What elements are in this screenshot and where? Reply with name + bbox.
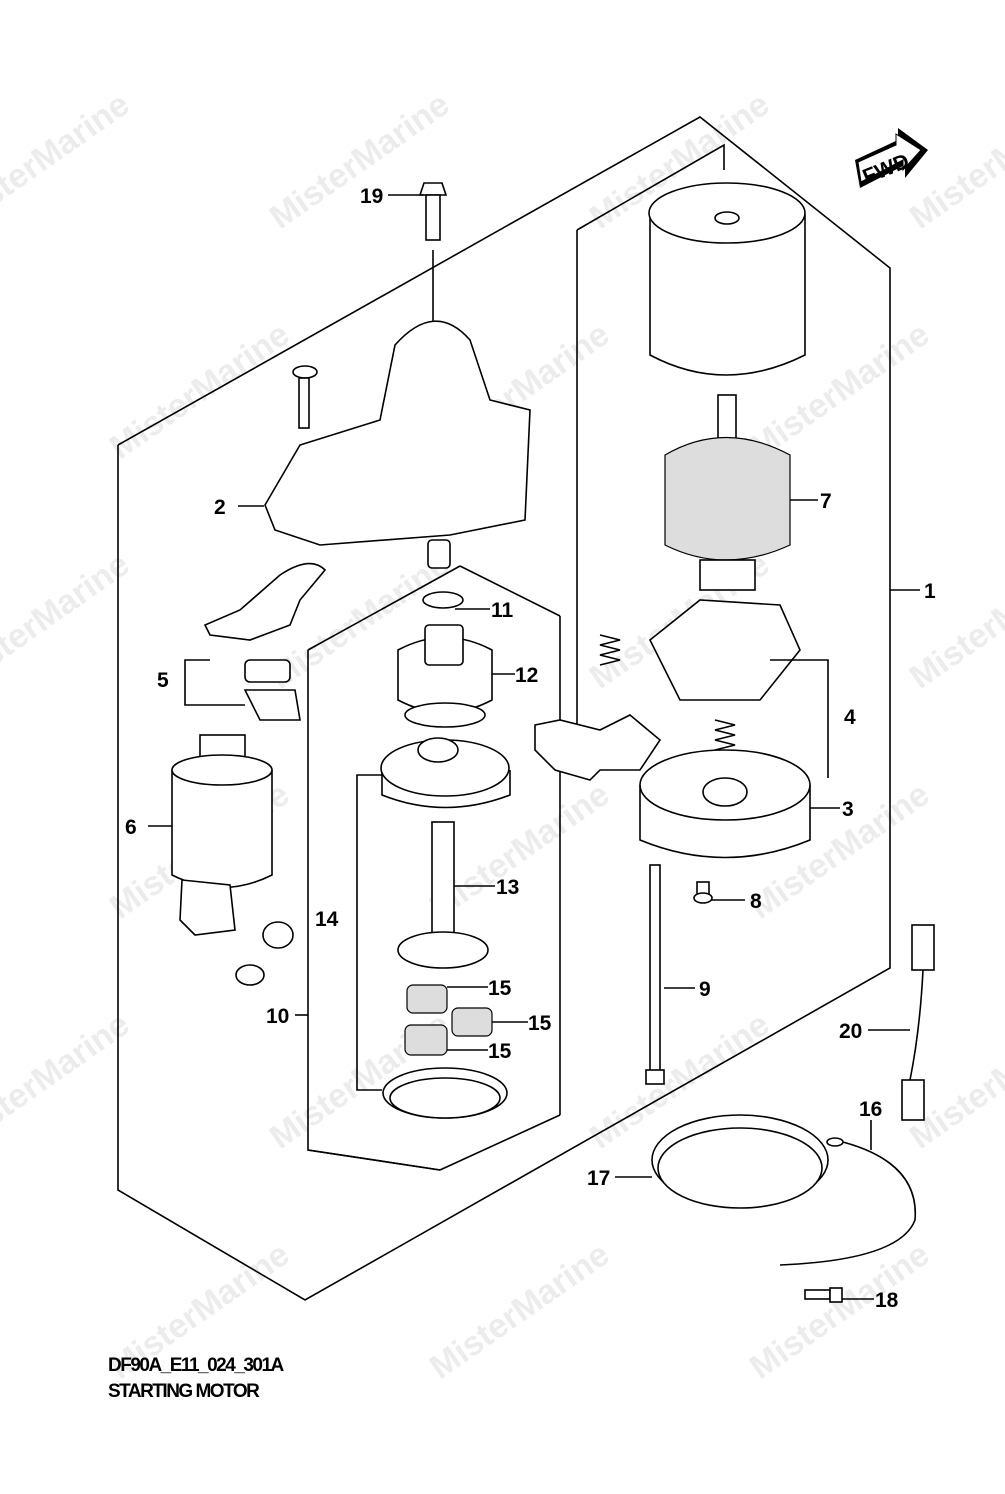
- part-11-ring: [422, 591, 464, 609]
- callout-6: 6: [125, 816, 137, 839]
- callout-10: 10: [266, 1005, 289, 1028]
- part-18-bolt: [804, 1287, 843, 1303]
- part-13-shaft: [397, 821, 489, 969]
- watermark-text: MisterMarine: [0, 1005, 136, 1156]
- callout-16: 16: [859, 1098, 882, 1121]
- callout-labels: 1 2 3 4 5 6 7 8 9 10 11 12 13 14 15 15 1…: [125, 185, 936, 1312]
- watermark-text: MisterMarine: [743, 1235, 937, 1386]
- watermark-text: MisterMarine: [103, 315, 297, 466]
- callout-2: 2: [214, 496, 226, 519]
- part-5-lever-kit: [203, 562, 327, 721]
- watermark-text: MisterMarine: [0, 85, 136, 236]
- callout-5: 5: [157, 669, 169, 692]
- callout-18: 18: [875, 1289, 899, 1312]
- callout-11: 11: [491, 599, 514, 622]
- callout-15: 15: [488, 977, 512, 1000]
- callout-19: 19: [360, 185, 383, 208]
- part-20-lead-wire: [901, 924, 935, 1121]
- callout-13: 13: [496, 876, 519, 899]
- part-7-armature: [664, 394, 791, 591]
- watermark-text: MisterMarine: [423, 1235, 617, 1386]
- fwd-arrow-icon: FWD: [855, 128, 928, 189]
- callout-9: 9: [699, 978, 711, 1001]
- part-8-screw: [693, 881, 713, 904]
- watermark-text: MisterMarine: [423, 0, 617, 7]
- callout-12: 12: [515, 664, 538, 687]
- watermark-text: MisterMarine: [903, 545, 1005, 696]
- callout-17: 17: [587, 1167, 610, 1190]
- part-2-housing: [264, 320, 531, 569]
- part-15-planet-gears: [404, 984, 493, 1056]
- part-17-band: [651, 1114, 829, 1209]
- watermark-text: MisterMarine: [0, 545, 136, 696]
- part-internal-gear-ring: [382, 1067, 508, 1119]
- diagram-title: STARTING MOTOR: [108, 1381, 260, 1402]
- callout-3: 3: [842, 798, 854, 821]
- part-12-pinion-clutch: [397, 624, 493, 728]
- part-3-end-frame: [639, 749, 811, 859]
- part-16-bracket: [779, 1137, 917, 1266]
- callout-20: 20: [839, 1020, 862, 1043]
- part-14-gear-housing: [380, 737, 511, 809]
- diagram-code: DF90A_E11_024_301A: [108, 1355, 284, 1376]
- callout-1: 1: [924, 580, 936, 603]
- watermark-text: MisterMarine: [743, 0, 937, 7]
- callout-7: 7: [820, 490, 832, 513]
- leader-lines: [148, 194, 920, 1300]
- part-cover-yoke: [648, 182, 806, 376]
- watermark-text: MisterMarine: [103, 0, 297, 7]
- callout-15: 15: [488, 1040, 512, 1063]
- part-4-brush-holder: [534, 599, 801, 781]
- callout-14: 14: [315, 908, 339, 931]
- part-9-through-bolt: [645, 864, 665, 1085]
- assembly-frame-outer: [117, 116, 891, 1301]
- assembly-frame-right: [576, 143, 725, 231]
- callout-4: 4: [844, 706, 856, 729]
- part-6-solenoid: [171, 734, 294, 986]
- callout-15: 15: [528, 1012, 552, 1035]
- callout-8: 8: [750, 890, 762, 913]
